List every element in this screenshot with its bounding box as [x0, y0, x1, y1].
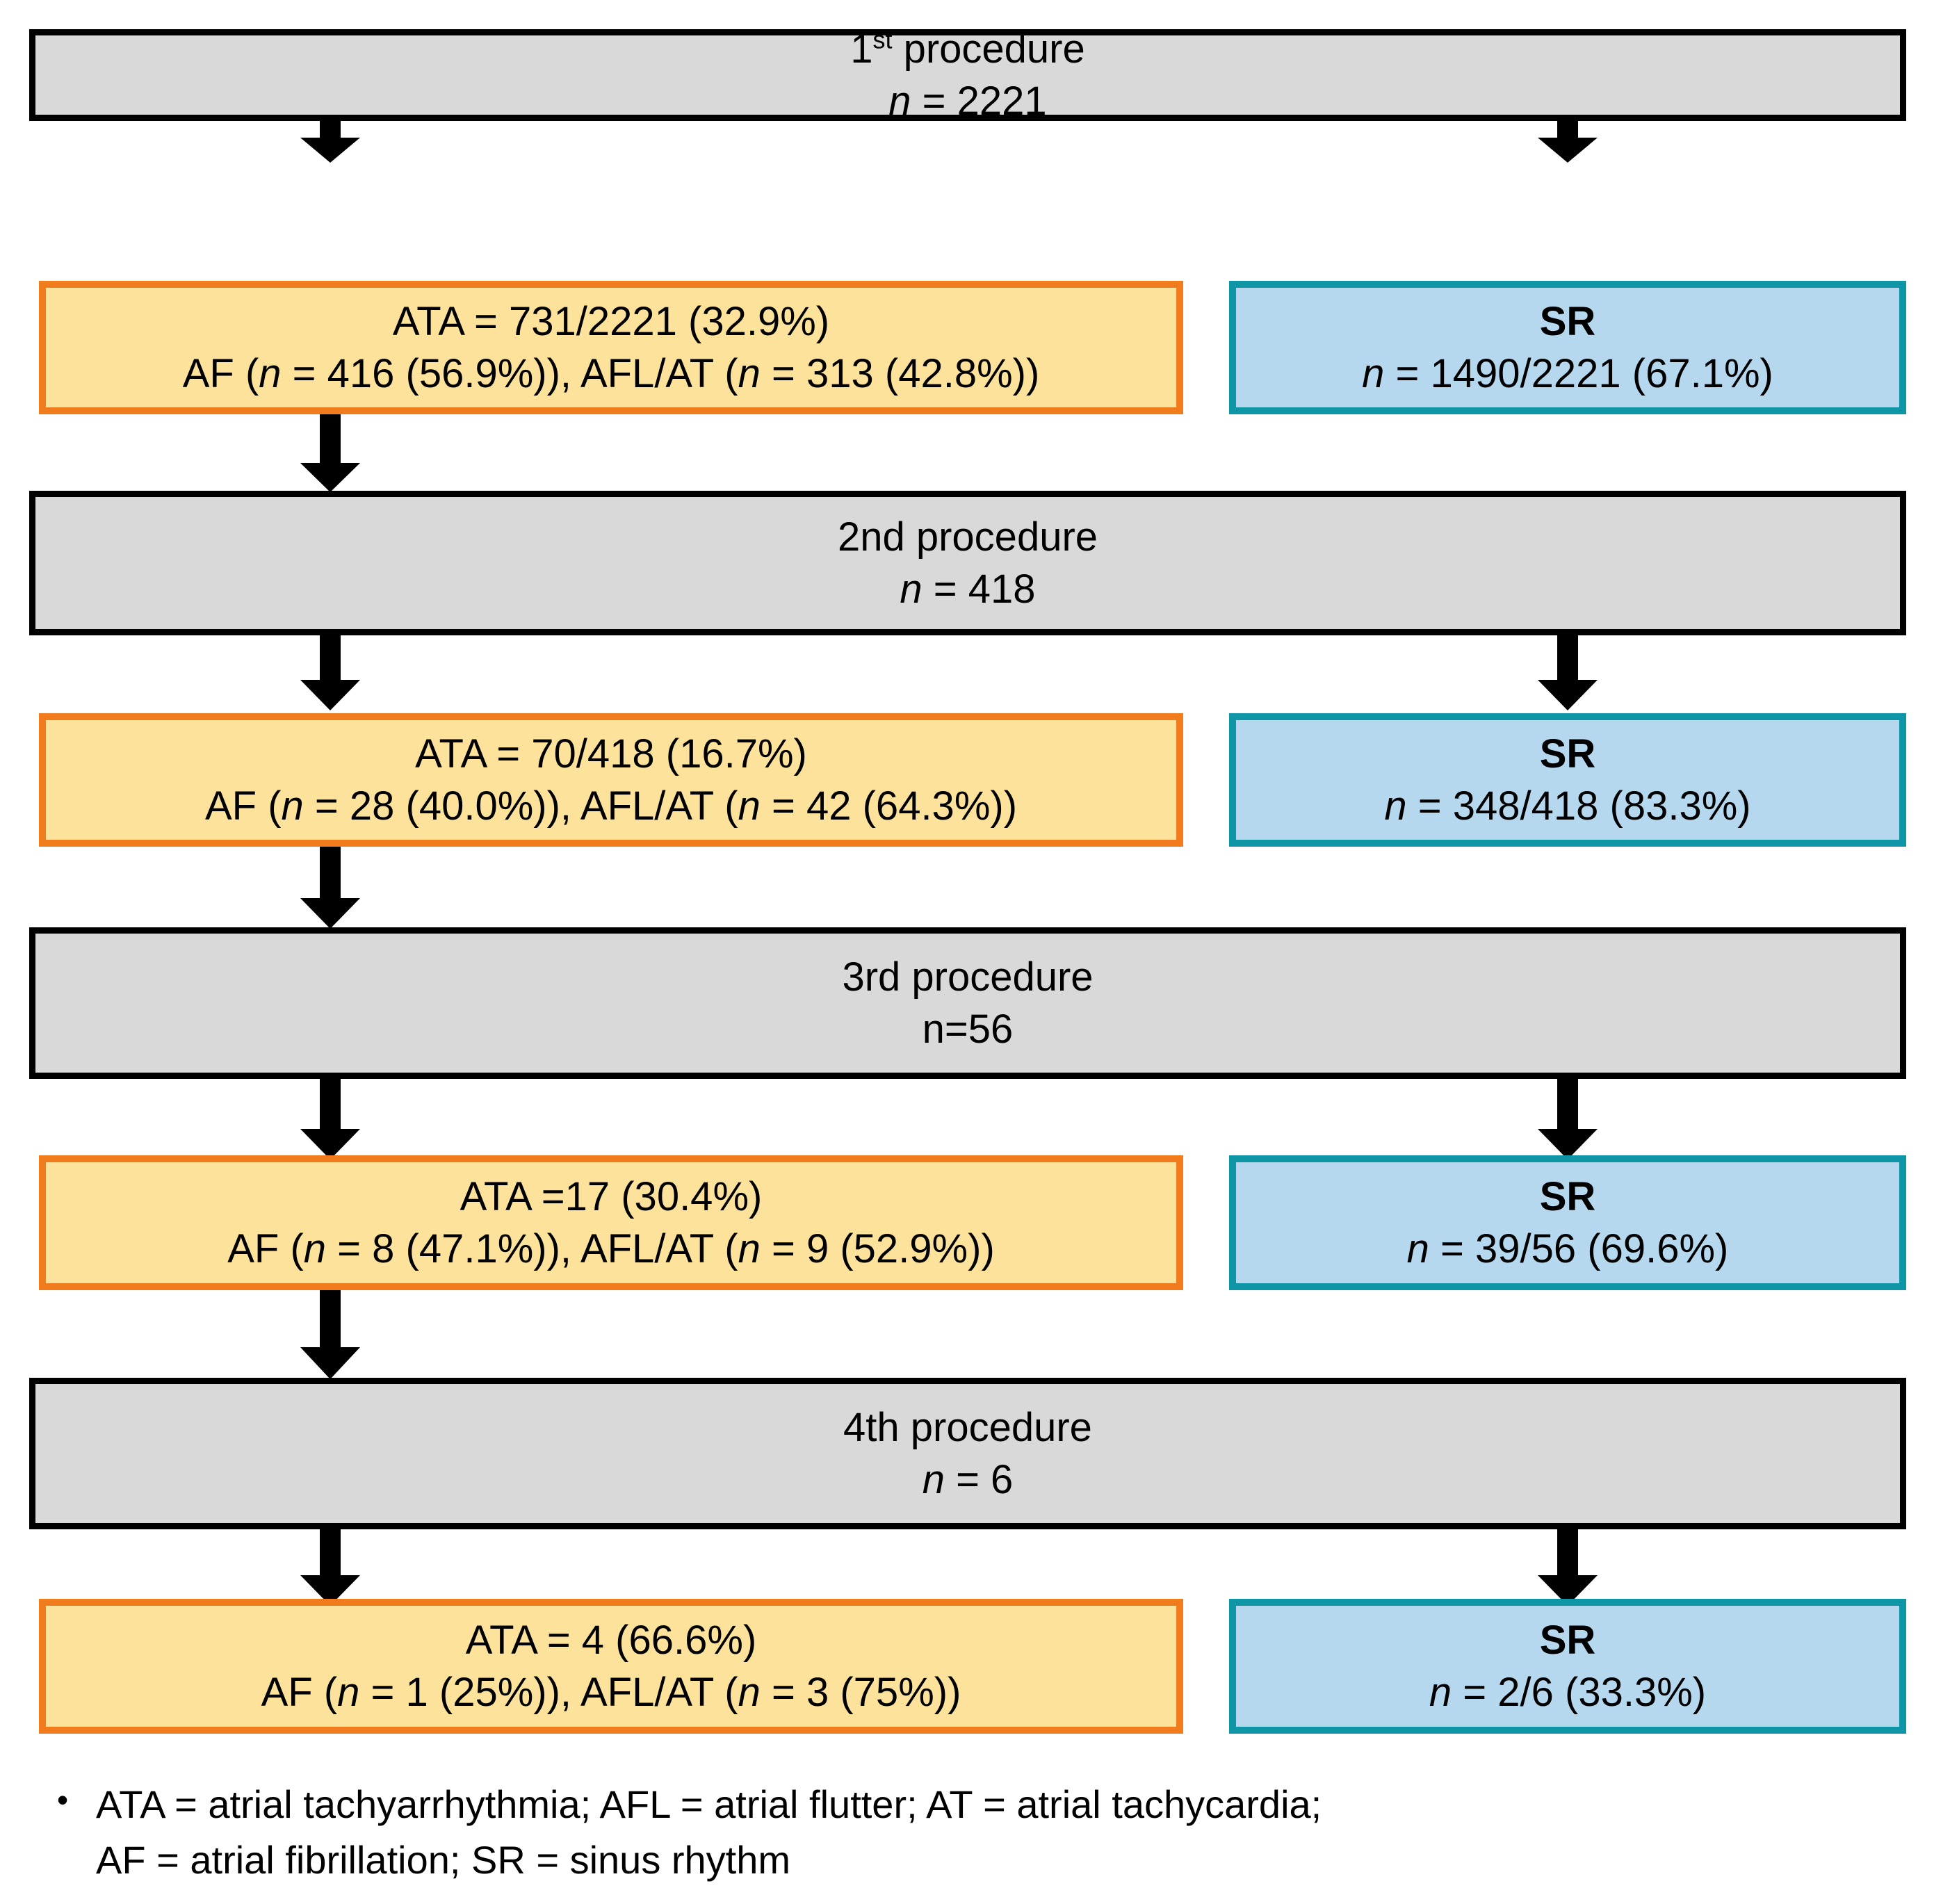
ata-box-4: ATA = 4 (66.6%) AF (n = 1 (25%)), AFL/AT… — [39, 1599, 1183, 1734]
sr-box-3: SR n = 39/56 (69.6%) — [1229, 1155, 1906, 1290]
ata-box-4-breakdown: AF (n = 1 (25%)), AFL/AT (n = 3 (75%)) — [261, 1666, 961, 1718]
procedure-box-3: 3rd procedure n=56 — [29, 927, 1906, 1079]
procedure-box-2: 2nd procedure n = 418 — [29, 491, 1906, 635]
abbreviation-legend-text: ATA = atrial tachyarrhythmia; AFL = atri… — [96, 1777, 1837, 1887]
sr-box-3-title: SR — [1539, 1173, 1596, 1219]
abbreviation-legend-line-2: AF = atrial fibrillation; SR = sinus rhy… — [96, 1837, 791, 1882]
ata-box-2-breakdown: AF (n = 28 (40.0%)), AFL/AT (n = 42 (64.… — [205, 780, 1017, 832]
sr-box-2-count-symbol: n — [1384, 783, 1407, 829]
procedure-title-1: 1st procedure — [850, 23, 1085, 75]
procedure-count-3-value: n=56 — [922, 1007, 1014, 1052]
sr-box-3-count: n = 39/56 (69.6%) — [1407, 1223, 1729, 1275]
ata-box-3-af-label: AF ( — [227, 1226, 304, 1271]
ata-box-1-af-label: AF ( — [182, 351, 259, 396]
sr-box-3-count-symbol: n — [1406, 1226, 1429, 1271]
arrow-proc4-to-sr4 — [1538, 1528, 1598, 1606]
procedure-title-1-ordinal-suffix: st — [872, 25, 893, 54]
ata-box-4-af-n: n — [337, 1670, 360, 1715]
ata-box-1-aflat-value: = 313 (42.8%)) — [760, 351, 1040, 396]
ata-box-4-summary: ATA = 4 (66.6%) — [465, 1617, 757, 1663]
sr-box-2-count: n = 348/418 (83.3%) — [1384, 780, 1750, 832]
sr-box-3-count-value: = 39/56 (69.6%) — [1429, 1226, 1729, 1271]
sr-box-2-title: SR — [1539, 731, 1596, 776]
ata-box-3: ATA =17 (30.4%) AF (n = 8 (47.1%)), AFL/… — [39, 1155, 1183, 1290]
ata-box-3-breakdown: AF (n = 8 (47.1%)), AFL/AT (n = 9 (52.9%… — [227, 1223, 995, 1275]
procedure-count-3: n=56 — [923, 1003, 1014, 1055]
ata-box-2-af-n: n — [281, 783, 304, 829]
procedure-title-1-number: 1 — [850, 26, 873, 72]
procedure-title-4: 4th procedure — [843, 1404, 1092, 1450]
arrow-proc2-to-ata2 — [300, 634, 360, 710]
procedure-count-1-symbol: n — [888, 79, 911, 124]
ata-box-2: ATA = 70/418 (16.7%) AF (n = 28 (40.0%))… — [39, 713, 1183, 847]
procedure-title-1-word: procedure — [892, 26, 1085, 72]
ata-box-2-af-label: AF ( — [204, 783, 282, 829]
ata-box-4-aflat-value: = 3 (75%)) — [760, 1670, 961, 1715]
arrow-proc3-to-sr3 — [1538, 1077, 1598, 1160]
arrow-proc1-to-sr1 — [1538, 120, 1598, 163]
sr-box-4-count-value: = 2/6 (33.3%) — [1452, 1670, 1707, 1715]
procedure-count-2-symbol: n — [900, 567, 923, 612]
ata-box-4-af-value: = 1 (25%)), AFL/AT ( — [359, 1670, 738, 1715]
procedure-box-1: 1st procedure n = 2221 — [29, 26, 1906, 124]
ata-box-1-af-value: = 416 (56.9%)), AFL/AT ( — [281, 351, 738, 396]
ata-box-3-summary: ATA =17 (30.4%) — [460, 1173, 763, 1219]
sr-box-1-count-symbol: n — [1362, 351, 1385, 396]
sr-box-1-count: n = 1490/2221 (67.1%) — [1362, 348, 1773, 400]
procedure-count-4: n = 6 — [923, 1454, 1014, 1506]
arrow-ata3-to-proc4 — [300, 1290, 360, 1379]
ata-box-3-aflat-n: n — [738, 1226, 761, 1271]
procedure-count-2-value: = 418 — [922, 567, 1036, 612]
ata-box-2-aflat-value: = 42 (64.3%)) — [760, 783, 1018, 829]
procedure-title-2: 2nd procedure — [837, 514, 1098, 560]
sr-box-1-title: SR — [1539, 298, 1596, 344]
arrow-proc1-to-ata1 — [300, 120, 360, 163]
ata-box-2-summary: ATA = 70/418 (16.7%) — [415, 731, 807, 776]
procedure-count-2: n = 418 — [900, 563, 1035, 615]
sr-box-2-count-value: = 348/418 (83.3%) — [1406, 783, 1751, 829]
abbreviation-legend: • ATA = atrial tachyarrhythmia; AFL = at… — [29, 1777, 1837, 1887]
ata-box-4-af-label: AF ( — [261, 1670, 338, 1715]
abbreviation-legend-line-1: ATA = atrial tachyarrhythmia; AFL = atri… — [96, 1782, 1322, 1826]
ata-box-3-aflat-value: = 9 (52.9%)) — [760, 1226, 995, 1271]
ata-box-1-af-n: n — [259, 351, 282, 396]
sr-box-4-title: SR — [1539, 1617, 1596, 1663]
ata-box-1-breakdown: AF (n = 416 (56.9%)), AFL/AT (n = 313 (4… — [183, 348, 1040, 400]
sr-box-4-count: n = 2/6 (33.3%) — [1429, 1666, 1706, 1718]
bullet-icon: • — [56, 1782, 69, 1818]
sr-box-1-count-value: = 1490/2221 (67.1%) — [1384, 351, 1773, 396]
sr-box-4: SR n = 2/6 (33.3%) — [1229, 1599, 1906, 1734]
ata-box-3-af-value: = 8 (47.1%)), AFL/AT ( — [326, 1226, 738, 1271]
ata-box-2-aflat-n: n — [738, 783, 761, 829]
sr-box-2: SR n = 348/418 (83.3%) — [1229, 713, 1906, 847]
arrow-proc3-to-ata3 — [300, 1077, 360, 1160]
sr-box-1: SR n = 1490/2221 (67.1%) — [1229, 281, 1906, 414]
ata-box-3-af-n: n — [303, 1226, 327, 1271]
ata-box-1: ATA = 731/2221 (32.9%) AF (n = 416 (56.9… — [39, 281, 1183, 414]
ata-box-1-aflat-n: n — [738, 351, 761, 396]
procedure-count-1: n = 2221 — [888, 75, 1046, 127]
arrow-proc4-to-ata4 — [300, 1528, 360, 1606]
ata-box-1-summary: ATA = 731/2221 (32.9%) — [392, 298, 830, 344]
sr-box-4-count-symbol: n — [1429, 1670, 1452, 1715]
arrow-ata2-to-proc3 — [300, 847, 360, 929]
procedure-title-3: 3rd procedure — [842, 954, 1094, 1000]
arrow-ata1-to-proc2 — [300, 414, 360, 492]
ata-box-2-af-value: = 28 (40.0%)), AFL/AT ( — [303, 783, 738, 829]
procedure-count-4-symbol: n — [922, 1457, 945, 1502]
arrow-proc2-to-sr2 — [1538, 634, 1598, 710]
procedure-box-4: 4th procedure n = 6 — [29, 1378, 1906, 1529]
procedure-count-4-value: = 6 — [944, 1457, 1014, 1502]
procedure-count-1-value: = 2221 — [911, 79, 1047, 124]
ata-box-4-aflat-n: n — [738, 1670, 761, 1715]
